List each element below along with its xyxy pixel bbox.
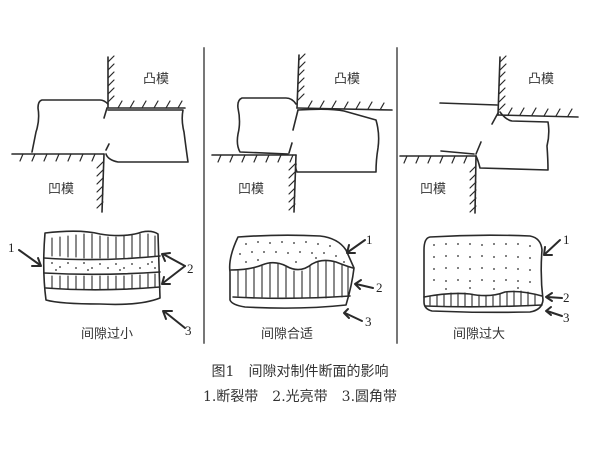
panel-3-fracture-section — [423, 234, 563, 317]
panel-1-callout-1: 1 — [8, 240, 15, 255]
panel-3-blanking-diagram — [399, 55, 579, 214]
panel-3-die-label: 凹模 — [420, 182, 447, 197]
panel-2-blanking-diagram — [211, 53, 393, 213]
panel-2-fracture-section — [228, 234, 374, 322]
figure-title: 图1 间隙对制件断面的影响 — [211, 364, 389, 380]
figure-legend: 1.断裂带 2.光亮带 3.圆角带 — [202, 389, 398, 405]
panel-2-callout-2: 2 — [376, 280, 383, 295]
panel-2-die-label: 凹模 — [238, 182, 265, 197]
panel-3-caption: 间隙过大 — [453, 327, 506, 342]
panel-1-callout-3: 3 — [185, 323, 192, 338]
panel-1-punch-label: 凸模 — [143, 72, 170, 87]
panel-1-die-label: 凹模 — [48, 182, 75, 197]
panel-1-fracture-section — [18, 230, 186, 329]
panel-3-callout-2: 2 — [563, 290, 570, 305]
panel-3-callout-1: 1 — [563, 232, 570, 247]
panel-2-callout-3: 3 — [365, 314, 372, 329]
panel-2-punch-label: 凸模 — [334, 72, 361, 87]
panel-1-blanking-diagram — [11, 55, 189, 213]
panel-2-caption: 间隙合适 — [261, 327, 314, 342]
panel-1-callout-2: 2 — [187, 261, 194, 276]
panel-2-callout-1: 1 — [366, 232, 373, 247]
panel-1-caption: 间隙过小 — [81, 327, 134, 342]
panel-3-callout-3: 3 — [563, 310, 570, 325]
panel-3-punch-label: 凸模 — [528, 72, 555, 87]
